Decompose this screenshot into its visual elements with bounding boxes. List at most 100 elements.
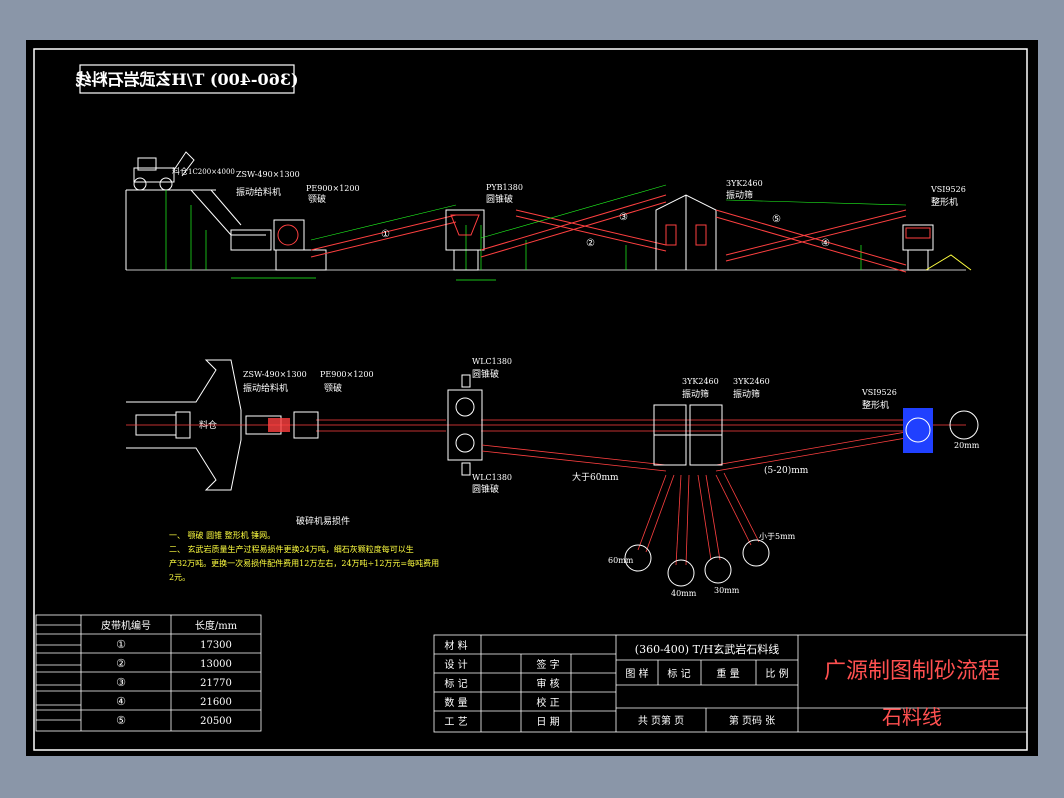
elev-screen-house [655,194,717,270]
title-block: 材 料 设 计 标 记 数 量 工 艺 签 字 审 核 校 正 日 期 (360… [433,634,1028,733]
plan-feeder-cn: 振动给料机 [243,382,288,394]
plan-pile-30 [704,556,732,584]
belt-header-length: 长度/mm [195,619,238,632]
elev-jaw-cn: 颚破 [308,193,326,205]
elev-conveyor-4: ④ [821,238,830,249]
elev-conveyor-1: ① [381,229,390,240]
plan-cone1-cn: 圆锥破 [472,368,499,380]
belt-row-2-len: 13000 [200,659,232,670]
plan-size-40: 40mm [671,589,697,598]
plan-screen1-label: 3YK2460 [682,377,719,386]
plan-cone-crushers [447,374,483,476]
tb-label-sign: 签 字 [536,658,559,671]
elev-feeder-cn: 振动给料机 [236,186,281,198]
plan-range: (5-20)mm [764,465,809,476]
plan-screen2-cn: 振动筛 [733,388,760,400]
elev-vsi-label: VSI9526 [930,185,966,194]
conveyor-2-3 [480,194,667,258]
elev-cone-label: PYB1380 [486,183,523,192]
plan-screen2-label: 3YK2460 [733,377,770,386]
elev-cone-cn: 圆锥破 [486,193,513,205]
mirrored-title-text: (360-400) T/H玄武岩石料线 [75,70,298,89]
elev-jaw-label: PE900×1200 [306,184,360,193]
belt-row-5-id: ⑤ [116,714,126,727]
plan-vsi-label: VSI9526 [861,388,897,397]
tb-pages-total: 共 页第 页 [638,714,684,727]
plan-gt60: 大于60mm [572,471,619,483]
notes-line-3: 产32万吨。更换一次易损件配件费用12万左右，24万吨÷12万元=每吨费用 [169,558,439,568]
plan-screen1-cn: 振动筛 [682,388,709,400]
plan-jaw-cn: 颚破 [324,382,342,394]
belt-row-5-len: 20500 [200,716,232,727]
belt-row-1-len: 17300 [200,640,232,651]
plan-screens [653,404,723,466]
notes-title: 破碎机易损件 [296,515,350,527]
notes-line-1: 一、 颚破 圆锥 整形机 锤网。 [169,530,275,540]
elev-loader-label: 料仓 [172,166,188,176]
belt-table: 皮带机编号 长度/mm ① 17300 ② 13000 ③ 21770 ④ 21… [35,614,262,732]
elevation-view: 料仓 1C200×4000 ZSW-490×1300 振动给料机 PE900×1… [125,151,972,281]
plan-lt5: 小于5mm [759,532,796,541]
belt-row-3-id: ③ [116,676,126,689]
plan-jaw-label: PE900×1200 [320,370,374,379]
cad-viewport[interactable]: (360-400) T/H玄武岩石料线 料仓 1C200×4000 ZSW-49… [26,40,1038,756]
plan-jaw [293,411,319,439]
belt-row-3-len: 21770 [200,678,232,689]
plan-vsi-cn: 整形机 [862,399,889,411]
tb-pages-sheet: 第 页码 张 [729,714,775,727]
elev-screen-label: 3YK2460 [726,179,763,188]
tb-label-design: 设 计 [444,658,467,671]
cad-drawing: (360-400) T/H玄武岩石料线 料仓 1C200×4000 ZSW-49… [33,48,1028,751]
elev-conveyor-2: ② [586,238,595,249]
mirrored-title-box: (360-400) T/H玄武岩石料线 [75,64,299,94]
tb-attr-pattern: 图 样 [625,667,648,680]
plan-feeder-label: ZSW-490×1300 [243,370,307,379]
belt-header-id: 皮带机编号 [101,619,151,632]
elev-hopper-dim: 1C200×4000 [188,168,235,176]
plan-cone2-cn: 圆锥破 [472,483,499,495]
tb-subtitle: 石料线 [882,705,942,729]
plan-pile-20 [949,410,979,440]
plan-vsi [903,408,933,453]
elev-conveyor-5: ⑤ [772,214,781,225]
plan-cone2-label: WLC1380 [472,473,512,482]
notes-line-2: 二、 玄武岩质量生产过程易损件更换24万吨，细石灰颗粒度每可以生 [169,544,414,554]
plan-pile-5 [742,539,770,567]
plan-view: 料仓 ZSW-490×1300 振动给料机 PE900×1200 颚破 WLC1… [126,357,980,598]
tb-company: 广源制图制砂流程 [824,659,1000,684]
elev-vsi-cn: 整形机 [931,196,958,208]
tb-label-mark: 标 记 [444,678,467,690]
plan-cone1-label: WLC1380 [472,357,512,366]
tb-label-material: 材 料 [444,639,467,652]
plan-size-20: 20mm [954,441,980,450]
plan-pile-60 [624,544,652,572]
conveyor-1 [310,214,457,258]
plan-pile-40 [667,559,695,587]
plan-size-30: 30mm [714,586,740,595]
tb-attr-mark: 标 记 [667,668,690,680]
elev-screen-cn: 振动筛 [726,189,753,201]
elev-feeder-label: ZSW-490×1300 [236,170,300,179]
tb-label-check: 校 正 [536,696,559,709]
notes-line-4: 2元。 [169,573,190,582]
tb-label-qty: 数 量 [444,696,467,709]
tb-drawing-name: (360-400) T/H玄武岩石料线 [635,642,779,656]
elev-conveyor-3: ③ [619,212,628,223]
tb-attr-scale: 比 例 [765,667,788,680]
drawing-frame [33,48,1028,751]
belt-row-4-len: 21600 [200,697,232,708]
tb-label-process: 工 艺 [444,716,467,728]
tb-label-date: 日 期 [536,716,559,728]
loader-icon [133,151,195,191]
belt-row-4-id: ④ [116,695,126,708]
elev-vsi-machine [902,224,934,271]
tb-label-review: 审 核 [536,677,559,690]
belt-row-2-id: ② [116,657,126,670]
plan-radial-conveyors [637,472,760,566]
belt-row-1-id: ① [116,638,126,651]
tb-attr-weight: 重 量 [716,667,739,680]
notes-block: 破碎机易损件 一、 颚破 圆锥 整形机 锤网。 二、 玄武岩质量生产过程易损件更… [169,515,439,582]
elev-cone-crusher [445,209,485,271]
plan-size-60: 60mm [608,556,634,565]
conveyor-4-5 [715,209,907,273]
